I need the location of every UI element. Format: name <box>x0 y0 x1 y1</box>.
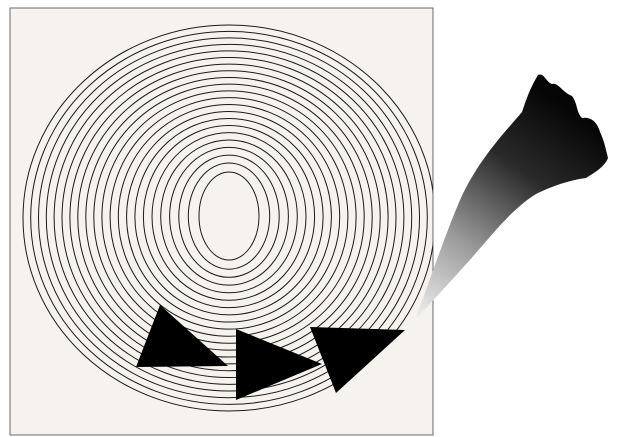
smoke-plume <box>415 74 608 320</box>
